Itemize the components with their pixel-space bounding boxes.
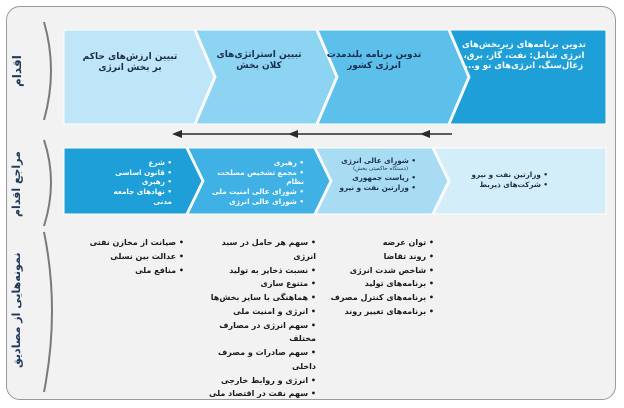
chevron-step-2-label: تدوین برنامه بلندمدت انرژی کشور — [326, 50, 422, 72]
row-label-reference: مراجع اقدام — [10, 151, 23, 217]
list-item: انرژی و روابط خارجی — [198, 374, 316, 388]
list-item: قانون اساسی — [96, 168, 172, 178]
reference-list-1: وزارتین نفت و نیرو شرکت‌های ذیربط — [446, 170, 548, 189]
chevron-step-4-label: تبیین ارزش‌های حاکم بر بخش انرژی — [82, 52, 178, 74]
row-label-action: اقدام — [10, 55, 24, 87]
list-item: وزارتین نفت و نیرو — [326, 183, 416, 193]
list-item-text: شورای عالی انرژی — [341, 156, 409, 165]
flow-arrowhead-left — [172, 130, 182, 138]
reference-list-2: شورای عالی انرژی(دستگاه حاکمیتی بخش) ریا… — [326, 156, 416, 193]
list-item: برنامه‌های تولید — [330, 277, 434, 291]
chevron-step-2 — [317, 29, 469, 125]
list-item: شورای عالی امنیت ملی — [208, 187, 304, 197]
list-item: ریاست جمهوری — [326, 173, 416, 183]
chevron-step-3 — [195, 29, 337, 125]
chevron-step-1-label: تدوین برنامه‌های زیربخش‌های انرژی شامل: … — [462, 40, 586, 72]
list-item: رهبری — [208, 158, 304, 168]
action-row-bracket — [43, 21, 52, 121]
list-item: شاخص شدت انرژی — [330, 264, 434, 278]
examples-row-bracket — [43, 231, 53, 393]
list-item: متنوع سازی — [198, 277, 316, 291]
list-item: توان عرضه — [330, 236, 434, 250]
chevron-step-1 — [449, 29, 607, 125]
list-item: سهم نفت در اقتصاد ملی — [198, 387, 316, 401]
list-item: شورای عالی انرژی — [208, 197, 304, 207]
list-item: نسبت ذخایر به تولید — [198, 264, 316, 278]
reference-row-bracket — [43, 139, 52, 227]
chevron-step-4 — [63, 29, 215, 125]
list-item: شرکت‌های ذیربط — [446, 180, 548, 190]
list-item: رهبری — [96, 177, 172, 187]
examples-list-1: توان عرضه روند تقاضا شاخص شدت انرژی برنا… — [330, 236, 434, 319]
list-item: هماهنگی با سایر بخش‌ها — [198, 291, 316, 305]
examples-list-3: صیانت از مخازن نفتی عدالت بین نسلی منافع… — [80, 236, 184, 277]
row-label-examples: نمونه‌هایی از مصادیق — [10, 252, 23, 368]
list-item: مجمع تشخیص مصلحت نظام — [208, 168, 304, 187]
list-item: نهادهای جامعه مدنی — [96, 187, 172, 206]
list-item-note: (دستگاه حاکمیتی بخش) — [353, 165, 408, 172]
list-item: سهم هر حامل در سبد انرژی — [198, 236, 316, 264]
list-item: عدالت بین نسلی — [80, 250, 184, 264]
list-item: برنامه‌های کنترل مصرف — [330, 291, 434, 305]
list-item: روند تقاضا — [330, 250, 434, 264]
chevron-step-3-label: تبیین استراتژی‌های کلان بخش — [216, 50, 302, 72]
flow-arrowhead-mid — [288, 130, 298, 138]
list-item: شورای عالی انرژی(دستگاه حاکمیتی بخش) — [326, 156, 416, 173]
flow-arrowhead-right — [420, 130, 430, 138]
list-item: منافع ملی — [80, 264, 184, 278]
list-item: انرژی و امنیت ملی — [198, 305, 316, 319]
list-item: سهم انرژی در مصارف مختلف — [198, 319, 316, 347]
reference-list-3: رهبری مجمع تشخیص مصلحت نظام شورای عالی ا… — [208, 158, 304, 207]
list-item: سهم صادرات و مصرف داخلی — [198, 346, 316, 374]
examples-list-2: سهم هر حامل در سبد انرژی نسبت ذخایر به ت… — [198, 236, 316, 401]
list-item: برنامه‌های تغییر روند — [330, 305, 434, 319]
reference-list-4: شرع قانون اساسی رهبری نهادهای جامعه مدنی — [96, 158, 172, 207]
list-item: وزارتین نفت و نیرو — [446, 170, 548, 180]
list-item: شرع — [96, 158, 172, 168]
list-item: صیانت از مخازن نفتی — [80, 236, 184, 250]
